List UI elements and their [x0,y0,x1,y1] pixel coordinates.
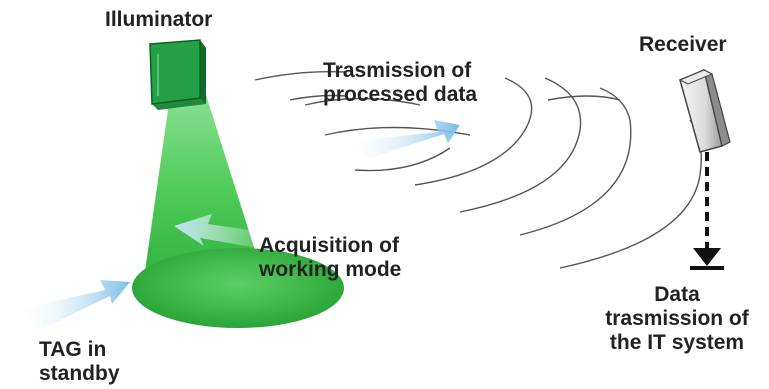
tag-label-line-2: standby [39,362,120,385]
connection-arrowhead [693,248,721,266]
acquisition-label-line-2: working mode [259,258,402,281]
it-system-label-line-3: the IT system [609,331,745,354]
transmission-label: Trasmission of processed data [323,59,477,107]
it-system-label: Data trasmission of the IT system [592,283,762,355]
transmission-label-line-2: processed data [323,83,478,106]
acquisition-label-line-1: Acquisition of [259,234,399,257]
tag-label-line-1: TAG in [39,338,107,361]
illuminated-area [132,248,344,328]
receiver-label: Receiver [639,33,727,56]
tag-arrow [15,280,130,330]
receiver-device [678,68,731,153]
acquisition-label: Acquisition of working mode [259,234,401,282]
transmission-label-line-1: Trasmission of [323,59,472,82]
acquisition-arrow [174,214,264,248]
illuminator-label: Illuminator [105,8,213,31]
transmission-waves [254,70,702,269]
it-system-label-line-1: Data [654,283,700,306]
illuminator-device [149,39,206,110]
transmission-arrow [345,120,460,158]
it-system-label-line-2: trasmission of [605,307,749,330]
tag-label: TAG in standby [39,338,120,386]
